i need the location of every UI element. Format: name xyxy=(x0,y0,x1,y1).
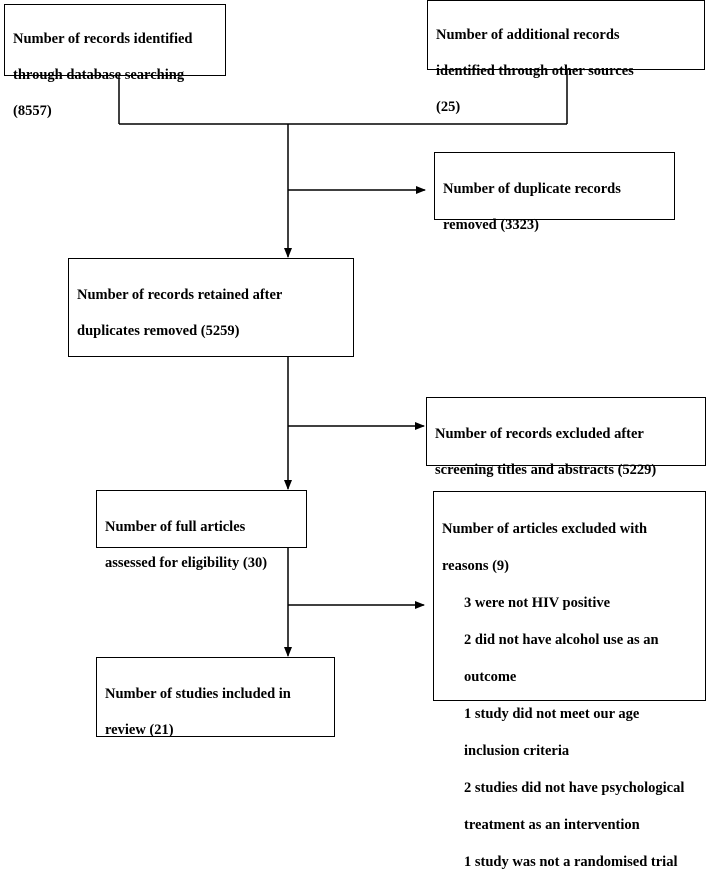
box-line: Number of records retained after xyxy=(77,287,283,303)
exclusion-reason: 1 study did not meet our age xyxy=(464,705,640,722)
exclusion-reason: inclusion criteria xyxy=(464,742,570,759)
box-line: (25) xyxy=(436,99,461,115)
box-records-retained: Number of records retained after duplica… xyxy=(68,258,354,357)
box-line: Number of studies included in xyxy=(105,686,291,702)
box-other-sources: Number of additional records identified … xyxy=(427,0,705,115)
box-duplicates-removed: Number of duplicate records removed (332… xyxy=(434,152,675,233)
exclusion-reason: outcome xyxy=(464,668,517,685)
box-records-excluded: Number of records excluded after screeni… xyxy=(426,397,706,478)
box-line: Number of records excluded after xyxy=(435,426,644,442)
box-line: review (21) xyxy=(105,722,174,738)
box-line: removed (3323) xyxy=(443,217,539,233)
flow-connectors xyxy=(118,70,568,657)
exclusion-reason: treatment as an intervention xyxy=(464,816,640,833)
box-studies-included: Number of studies included in review (21… xyxy=(96,657,335,738)
box-line: Number of duplicate records xyxy=(443,181,621,197)
box-database-search: Number of records identified through dat… xyxy=(4,4,226,119)
box-full-articles: Number of full articles assessed for eli… xyxy=(96,490,307,571)
box-line: through database searching xyxy=(13,67,185,83)
exclusion-reason: 1 study was not a randomised trial xyxy=(464,853,678,870)
box-line: screening titles and abstracts (5229) xyxy=(435,462,657,478)
box-line: duplicates removed (5259) xyxy=(77,323,240,339)
box-line: Number of full articles xyxy=(105,519,246,535)
exclusion-reason: 2 studies did not have psychological xyxy=(464,779,685,796)
box-line: (8557) xyxy=(13,103,52,119)
exclusion-reason: 3 were not HIV positive xyxy=(464,594,611,611)
box-line: identified through other sources xyxy=(436,63,634,79)
box-articles-excluded: Number of articles excluded with reasons… xyxy=(433,491,706,870)
box-heading-line: reasons (9) xyxy=(442,557,509,574)
box-line: Number of additional records xyxy=(436,27,620,43)
exclusion-reason: 2 did not have alcohol use as an xyxy=(464,631,659,648)
box-heading-line: Number of articles excluded with xyxy=(442,520,648,537)
box-line: assessed for eligibility (30) xyxy=(105,555,268,571)
box-line: Number of records identified xyxy=(13,31,193,47)
